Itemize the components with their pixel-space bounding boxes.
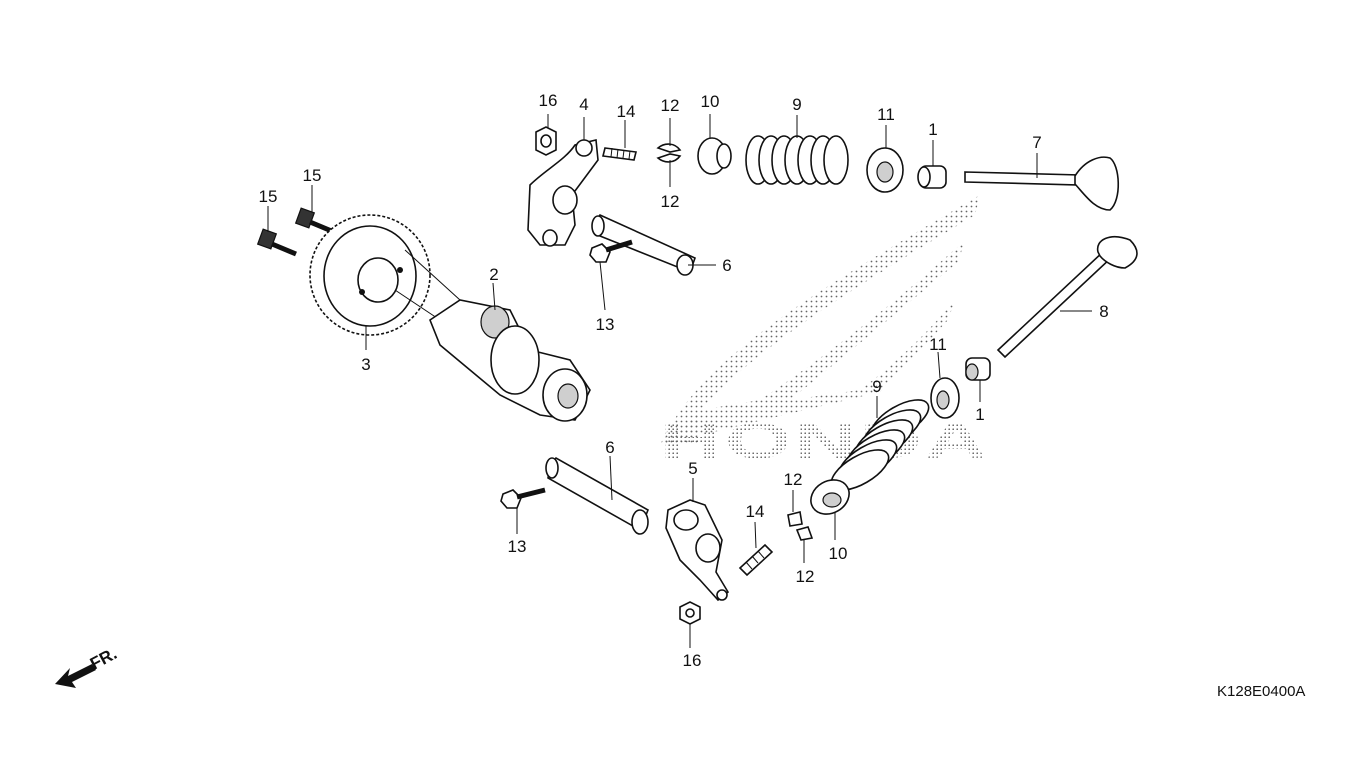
- callout-12[interactable]: 12: [796, 567, 815, 586]
- cam-sprocket[interactable]: [309, 214, 431, 336]
- callout-15[interactable]: 15: [259, 187, 278, 206]
- callout-3[interactable]: 3: [361, 355, 370, 374]
- callout-9[interactable]: 9: [872, 377, 881, 396]
- rocker-shaft-6-upper[interactable]: [591, 214, 697, 276]
- camshaft[interactable]: [394, 249, 591, 422]
- spring-retainer-11-lower[interactable]: [930, 377, 960, 419]
- valve-7[interactable]: [964, 156, 1120, 211]
- callout-12[interactable]: 12: [661, 192, 680, 211]
- callout-10[interactable]: 10: [701, 92, 720, 111]
- callout-14[interactable]: 14: [617, 102, 636, 121]
- valve-stem-seal-10-lower[interactable]: [805, 473, 856, 521]
- callout-16[interactable]: 16: [683, 651, 702, 670]
- valve-8[interactable]: [996, 236, 1138, 359]
- callout-6[interactable]: 6: [722, 256, 731, 275]
- bolt-13-lower[interactable]: [500, 487, 546, 509]
- callout-5[interactable]: 5: [688, 459, 697, 478]
- callout-6[interactable]: 6: [605, 438, 614, 457]
- drawing-code: K128E0400A: [1217, 683, 1305, 700]
- callout-7[interactable]: 7: [1032, 133, 1041, 152]
- callout-13[interactable]: 13: [596, 315, 615, 334]
- rocker-arm-4[interactable]: [527, 139, 599, 247]
- callout-12[interactable]: 12: [661, 96, 680, 115]
- callout-15[interactable]: 15: [303, 166, 322, 185]
- callout-1[interactable]: 1: [928, 120, 937, 139]
- callout-13[interactable]: 13: [508, 537, 527, 556]
- part-1-lower[interactable]: [965, 357, 991, 381]
- callout-1[interactable]: 1: [975, 405, 984, 424]
- honda-wing-watermark: HONDA: [660, 195, 990, 469]
- watermark-text: HONDA: [660, 413, 990, 469]
- callout-9[interactable]: 9: [792, 95, 801, 114]
- callout-2[interactable]: 2: [489, 265, 498, 284]
- valve-cotter-12-lower[interactable]: [787, 511, 814, 541]
- bolt-13-upper[interactable]: [589, 239, 633, 263]
- callout-16[interactable]: 16: [539, 91, 558, 110]
- callout-4[interactable]: 4: [579, 95, 588, 114]
- bolt-15-lower[interactable]: [256, 228, 297, 257]
- adjusting-screw-14-upper[interactable]: [602, 147, 637, 161]
- callout-11[interactable]: 11: [929, 335, 947, 354]
- callout-11[interactable]: 11: [877, 105, 895, 124]
- callout-12[interactable]: 12: [784, 470, 803, 489]
- nut-16-lower[interactable]: [679, 601, 701, 625]
- valve-stem-seal-10-upper[interactable]: [697, 137, 732, 175]
- valve-spring-9-upper[interactable]: [745, 135, 849, 185]
- callout-10[interactable]: 10: [829, 544, 848, 563]
- part-1-upper[interactable]: [917, 165, 947, 189]
- bolt-15-upper[interactable]: [294, 207, 335, 235]
- nut-16-upper[interactable]: [535, 126, 557, 156]
- callout-14[interactable]: 14: [746, 502, 765, 521]
- adjusting-screw-14-lower[interactable]: [738, 543, 774, 577]
- rocker-arm-5[interactable]: [665, 499, 730, 602]
- leader-lines: [267, 114, 1092, 648]
- valve-cotter-12-upper[interactable]: [656, 143, 682, 163]
- callout-labels: 16 4 14 12 12 10 9 11 1 7 15 15 6 2 13 8…: [259, 91, 1109, 670]
- spring-retainer-11-upper[interactable]: [866, 147, 904, 193]
- valve-spring-9-lower[interactable]: [825, 392, 934, 498]
- front-direction-arrow: FR.: [55, 644, 120, 688]
- callout-8[interactable]: 8: [1099, 302, 1108, 321]
- rocker-shaft-6-lower[interactable]: [545, 456, 650, 535]
